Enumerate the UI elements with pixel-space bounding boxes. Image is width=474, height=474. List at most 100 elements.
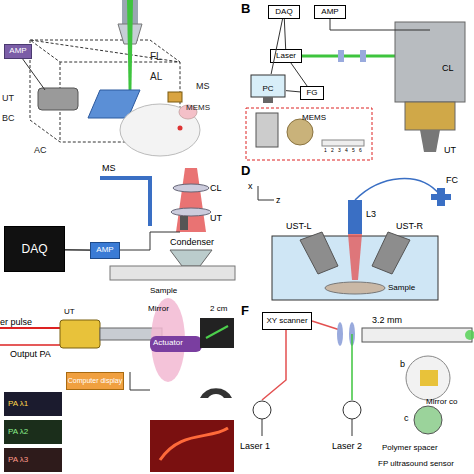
- part-label: CL: [210, 184, 222, 193]
- node-text: FG: [306, 89, 317, 97]
- pa-image-red: [150, 420, 234, 472]
- part-label: 4: [345, 148, 348, 153]
- part-label: 2 cm: [210, 305, 227, 313]
- beam-path: [312, 321, 340, 330]
- scan-sector: [200, 388, 232, 398]
- part-label: UST-R: [396, 222, 423, 231]
- node-text: Laser: [276, 52, 296, 60]
- lens: [360, 50, 366, 62]
- axis-z: [258, 200, 274, 201]
- lens-l3: [348, 200, 362, 234]
- device-box: AMP: [314, 5, 346, 19]
- condenser: [170, 250, 212, 266]
- pa-image: [4, 420, 62, 444]
- part-label: FP ultrasound sensor: [378, 460, 454, 468]
- fiber: [262, 419, 263, 436]
- signal-wire: [291, 63, 307, 86]
- part-label: 5: [352, 148, 355, 153]
- part-label: MEMS: [186, 104, 210, 112]
- device-box: Computer display: [66, 372, 124, 390]
- inset-frame: [246, 108, 372, 160]
- part-label: 2: [331, 148, 334, 153]
- inset-b: [406, 356, 450, 400]
- part-label: B: [241, 2, 250, 15]
- part-label: MS: [102, 164, 116, 173]
- axis: [130, 372, 131, 390]
- ultrasound-transducer: [60, 320, 100, 348]
- lens: [173, 184, 209, 192]
- laser-beam: [348, 234, 362, 280]
- part-label: PA λ2: [8, 428, 28, 436]
- photo-inset: [200, 318, 234, 348]
- device-box: FG: [300, 86, 324, 100]
- probe-photo-line: [206, 326, 228, 338]
- device-box: AMP: [90, 242, 120, 259]
- transducer-left: [300, 232, 338, 274]
- beam-path: [262, 330, 286, 400]
- part-label: UT: [444, 146, 456, 155]
- axis: [130, 390, 150, 391]
- part-label: er pulse: [0, 318, 32, 327]
- fiber: [352, 419, 353, 436]
- laser-beam: [176, 168, 206, 232]
- output-pa-line: [0, 344, 60, 346]
- device-box: AMP: [4, 44, 32, 59]
- part-label: D: [241, 164, 250, 177]
- part-label: x: [248, 182, 253, 191]
- monitor-screen: [251, 75, 285, 97]
- part-label: z: [276, 196, 281, 205]
- part-label: BC: [2, 114, 15, 123]
- node-text: Computer display: [68, 377, 122, 384]
- lens: [337, 322, 343, 346]
- vessel-trace: [160, 428, 228, 460]
- probe-tube: [362, 328, 472, 342]
- device-box: DAQ: [4, 226, 65, 272]
- node-text: DAQ: [275, 8, 292, 16]
- mems-mirror: [168, 92, 182, 102]
- laser-pulse-line: [0, 327, 60, 329]
- beam-path: [351, 334, 353, 400]
- ruler: [322, 140, 364, 146]
- node-text: DAQ: [21, 243, 47, 256]
- pa-image: [4, 392, 62, 416]
- probe-photo: [256, 113, 278, 147]
- sample: [325, 282, 385, 294]
- ultrasound-transducer: [180, 216, 188, 230]
- signal-wire: [284, 19, 285, 49]
- part-label: Polymer spacer: [382, 444, 438, 452]
- part-label: UT: [64, 308, 75, 316]
- node-text: AMP: [9, 47, 26, 55]
- part-label: Condenser: [170, 238, 214, 247]
- part-label: UST-L: [286, 222, 312, 231]
- part-label: PA λ3: [8, 456, 28, 464]
- axis-x: [258, 186, 259, 200]
- part-label: Sample: [150, 287, 177, 295]
- wire: [330, 19, 331, 30]
- lens: [171, 208, 211, 216]
- optical-fiber: [355, 179, 440, 200]
- part-label: Sample: [388, 284, 415, 292]
- part-label: AC: [34, 146, 47, 155]
- part-label: UT: [2, 94, 14, 103]
- part-label: UT: [210, 214, 222, 223]
- mouse-eye: [178, 126, 183, 131]
- part-label: MS: [196, 82, 210, 91]
- signal-wire: [286, 91, 300, 92]
- part-label: Laser 1: [240, 442, 270, 451]
- laser-1-source: [253, 401, 271, 419]
- actuator-bar: [150, 336, 202, 352]
- coin: [287, 119, 313, 145]
- green-spot: [465, 330, 474, 340]
- part-label: b: [400, 360, 405, 369]
- part-label: 3.2 mm: [372, 316, 402, 325]
- lens: [338, 50, 344, 62]
- computer-monitor: PC: [250, 74, 286, 104]
- part-label: Mirror co: [426, 398, 458, 406]
- mounting-stage: [100, 178, 150, 226]
- sample-slab: [110, 266, 235, 280]
- part-label: PA λ1: [8, 400, 28, 408]
- node-text: XY scanner: [266, 317, 307, 325]
- device-box: XY scanner: [262, 312, 312, 330]
- part-label: 3: [338, 148, 341, 153]
- mirror-coating: [420, 370, 438, 386]
